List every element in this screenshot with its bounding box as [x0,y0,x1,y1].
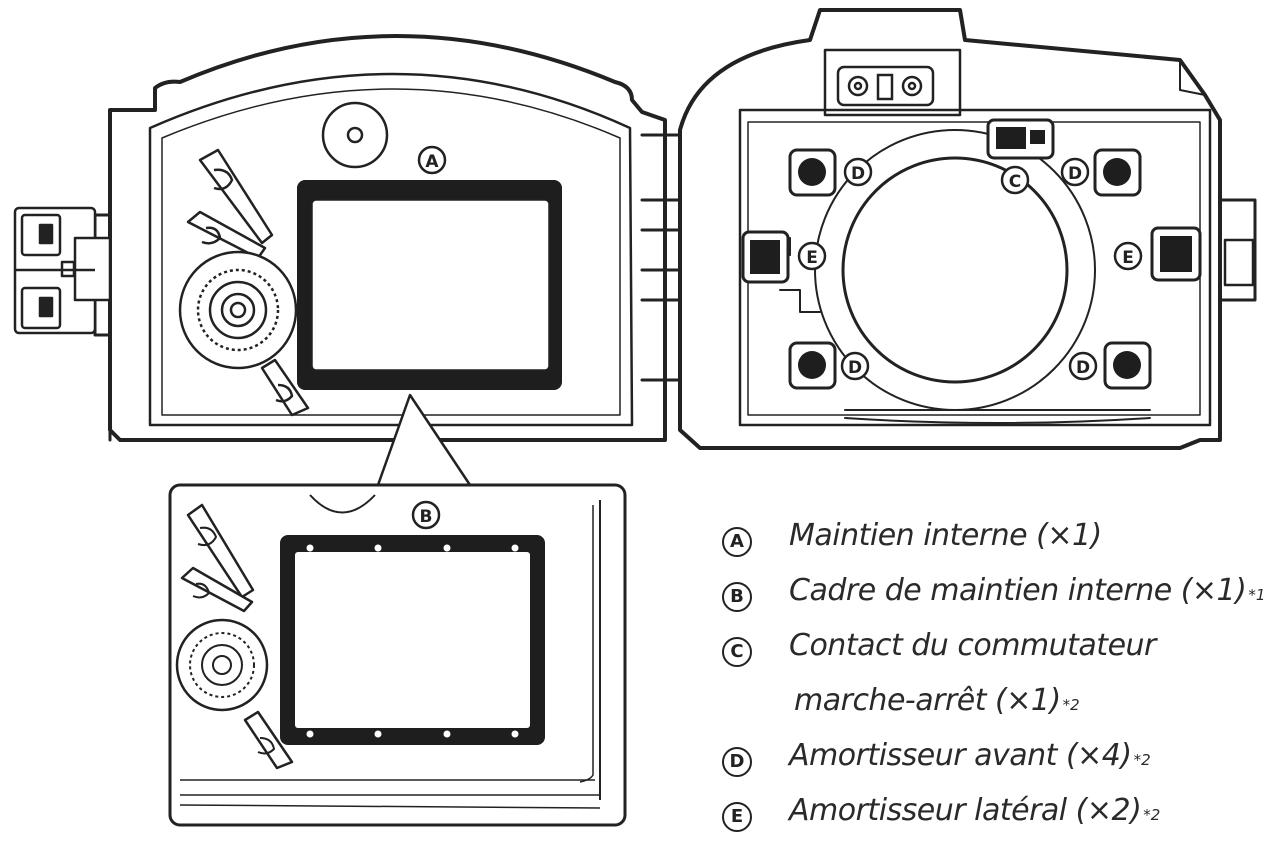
legend-badge: B [722,581,752,612]
callout-d-top-right: D [1060,157,1090,187]
svg-text:D: D [1068,164,1082,184]
svg-text:D: D [851,164,865,184]
lens-port [814,129,1096,411]
legend-note: *2 [1062,696,1080,714]
housing-diagram: A [13,8,1257,827]
svg-text:D: D [848,358,862,378]
callout-d-bottom-left: D [840,351,870,381]
legend-item-c: C Contact du commutateur [722,628,1262,683]
callout-c: C [1000,165,1030,195]
callout-e-right: E [1113,241,1143,271]
callout-d-bottom-right: D [1068,351,1098,381]
clip-upper [198,148,274,245]
round-cap [321,101,389,169]
clip-middle [186,210,267,260]
legend-text: Contact du commutateur [789,628,1156,663]
svg-text:C: C [1009,172,1021,192]
svg-text:B: B [420,507,433,527]
legend-item-d: D Amortisseur avant (×4) *2 [722,738,1262,793]
legend-text: Amortisseur avant (×4) [789,738,1132,773]
svg-text:E: E [1122,248,1134,268]
callout-a: A [417,145,447,175]
legend-note: *1 [1248,586,1265,604]
frame-screws [306,544,519,738]
svg-text:D: D [1076,358,1090,378]
legend-badge: C [722,636,752,667]
legend-badge: E [722,801,752,832]
legend-text: Amortisseur latéral (×2) [789,793,1142,828]
legend-item-b: B Cadre de maintien interne (×1) *1 [722,573,1265,628]
legend-item-a: A Maintien interne (×1) [722,518,1262,573]
callout-d-top-left: D [843,157,873,187]
zoom-pointer [376,393,472,486]
callout-e-left: E [797,241,827,271]
damper-bottom-right [1103,341,1152,390]
legend-note: *2 [1143,806,1161,824]
legend-badge: A [722,526,752,557]
side-damper-left [741,230,790,284]
housing-body [678,8,1257,450]
zoom-inset [168,483,627,827]
damper-top-right [1093,148,1142,197]
legend-note: *2 [1133,751,1151,769]
top-indicator [836,65,935,107]
legend-text: marche-arrêt (×1) [794,683,1061,718]
legend-item-e: E Amortisseur latéral (×2) *2 [722,793,1262,848]
parts-legend: A Maintien interne (×1) B Cadre de maint… [722,518,1265,848]
damper-top-left [788,148,837,197]
damper-bottom-left [788,341,837,390]
legend-badge: D [722,746,752,777]
svg-text:A: A [425,152,439,172]
svg-text:E: E [806,248,818,268]
legend-text: Maintien interne (×1) [789,518,1102,553]
side-damper-right [1150,226,1202,282]
legend-text: Cadre de maintien interne (×1) [789,573,1247,608]
door-latch [13,206,112,335]
legend-item-c-continued: marche-arrêt (×1) *2 [722,683,1262,738]
clip-lower [260,358,310,417]
dial [178,250,298,370]
switch-contact [986,118,1055,160]
lcd-window [297,180,562,390]
callout-b: B [411,500,441,530]
